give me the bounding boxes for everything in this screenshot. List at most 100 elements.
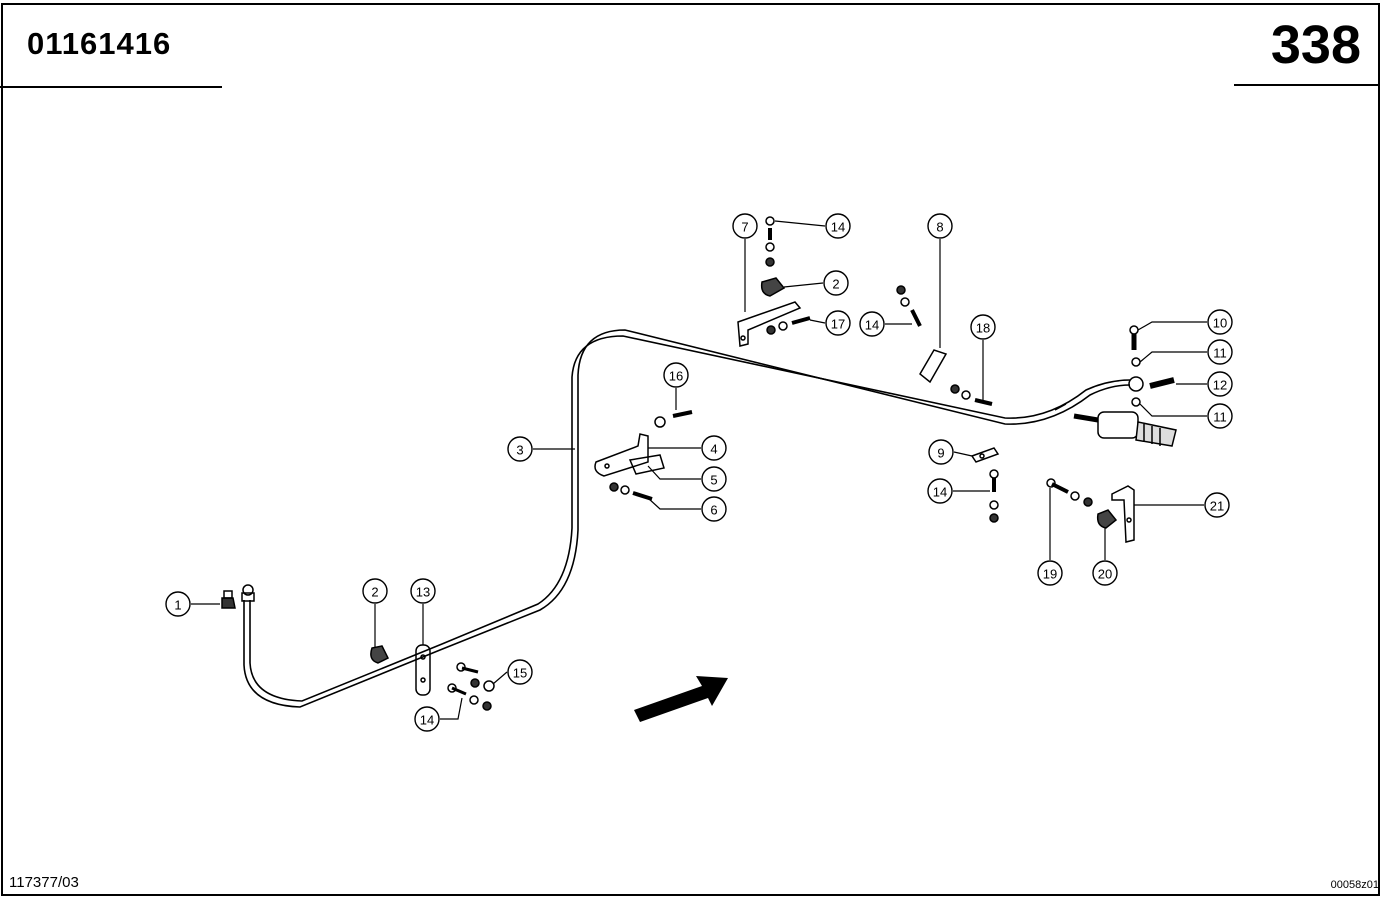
bracket-8 — [896, 285, 993, 406]
callout-label: 11 — [1213, 346, 1227, 361]
callout-balloon — [1037, 560, 1063, 586]
drawing-frame — [1, 3, 1380, 896]
callout-balloon — [825, 213, 851, 239]
callout-19: 19 — [1037, 488, 1063, 586]
callout-balloon — [362, 578, 388, 604]
callout-label: 14 — [933, 485, 947, 500]
callout-20: 20 — [1092, 528, 1118, 586]
callout-balloon — [859, 311, 885, 337]
callout-leader — [647, 497, 701, 510]
callout-balloon — [823, 270, 849, 296]
callout-label: 3 — [516, 443, 523, 458]
callout-label: 21 — [1210, 499, 1224, 514]
callout-balloon — [825, 310, 851, 336]
bracket-13 — [370, 644, 495, 711]
callout-leader — [647, 465, 701, 480]
callout-14: 14 — [927, 478, 990, 504]
cable-run — [243, 329, 1131, 708]
callout-leader — [1139, 403, 1207, 417]
callout-balloon — [1204, 492, 1230, 518]
callout-label: 4 — [710, 442, 717, 457]
callout-balloon — [507, 436, 533, 462]
callout-label: 15 — [513, 666, 527, 681]
bracket-21 — [1046, 478, 1135, 543]
callout-label: 14 — [420, 713, 434, 728]
callout-balloon — [507, 659, 533, 685]
callout-balloon — [1207, 339, 1233, 365]
callout-label: 9 — [937, 446, 944, 461]
callout-balloon — [1092, 560, 1118, 586]
callout-leader — [953, 451, 973, 457]
callout-leader — [774, 220, 826, 227]
callout-leader — [783, 282, 824, 288]
callout-balloon — [414, 706, 440, 732]
callout-label: 2 — [832, 277, 839, 292]
callout-label: 6 — [710, 503, 717, 518]
callout-6: 6 — [647, 496, 727, 522]
callout-3: 3 — [507, 436, 575, 462]
callout-balloon — [410, 578, 436, 604]
callout-label: 20 — [1098, 567, 1112, 582]
callout-12: 12 — [1176, 371, 1233, 397]
callout-label: 16 — [669, 369, 683, 384]
header-right-rule — [1234, 84, 1380, 86]
callout-label: 8 — [936, 220, 943, 235]
callout-18: 18 — [970, 314, 996, 400]
callout-label: 5 — [710, 473, 717, 488]
callout-leader — [809, 319, 826, 324]
callout-balloon — [732, 213, 758, 239]
callout-4: 4 — [648, 435, 727, 461]
callout-label: 11 — [1213, 410, 1227, 425]
callout-balloon — [927, 478, 953, 504]
callout-label: 10 — [1213, 316, 1227, 331]
callout-5: 5 — [647, 465, 727, 492]
callout-16: 16 — [663, 362, 689, 410]
callout-leader — [1137, 321, 1207, 331]
callout-leader — [440, 697, 463, 720]
page-number: 338 — [1270, 15, 1361, 75]
callout-label: 18 — [976, 321, 990, 336]
callout-7: 7 — [732, 213, 758, 312]
callout-14: 14 — [774, 213, 851, 239]
callout-label: 17 — [831, 317, 845, 332]
callout-8: 8 — [927, 213, 953, 348]
callout-label: 14 — [831, 220, 845, 235]
bracket-7 — [737, 216, 811, 347]
callout-balloon — [701, 435, 727, 461]
callout-13: 13 — [410, 578, 436, 645]
callout-balloon — [1207, 371, 1233, 397]
callout-balloon — [1207, 403, 1233, 429]
drawing-code: 117377/03 — [9, 874, 79, 891]
callout-balloon — [1207, 309, 1233, 335]
callout-21: 21 — [1134, 492, 1230, 518]
callout-11: 11 — [1139, 339, 1233, 365]
callout-label: 14 — [865, 318, 879, 333]
callout-1: 1 — [165, 591, 220, 617]
callout-17: 17 — [809, 310, 851, 336]
callout-balloon — [663, 362, 689, 388]
callout-label: 19 — [1043, 567, 1057, 582]
callout-2: 2 — [783, 270, 849, 296]
callout-15: 15 — [492, 659, 533, 685]
callout-balloon — [928, 439, 954, 465]
callout-balloon — [165, 591, 191, 617]
image-code: 00058z01 — [1330, 879, 1379, 891]
callout-11: 11 — [1139, 403, 1233, 429]
callout-balloon — [701, 466, 727, 492]
callout-balloon — [970, 314, 996, 340]
callout-9: 9 — [928, 439, 973, 465]
callout-label: 2 — [371, 585, 378, 600]
part-number: 01161416 — [27, 26, 172, 61]
bracket-9 — [970, 447, 1000, 523]
callout-2: 2 — [362, 578, 388, 648]
callout-label: 1 — [174, 598, 181, 613]
fitting-1 — [221, 584, 255, 609]
callout-balloon — [701, 496, 727, 522]
callout-balloon — [927, 213, 953, 239]
callout-leader — [492, 671, 508, 685]
callout-label: 12 — [1213, 378, 1227, 393]
direction-arrow-icon — [634, 676, 728, 722]
bracket-4 — [594, 410, 693, 501]
